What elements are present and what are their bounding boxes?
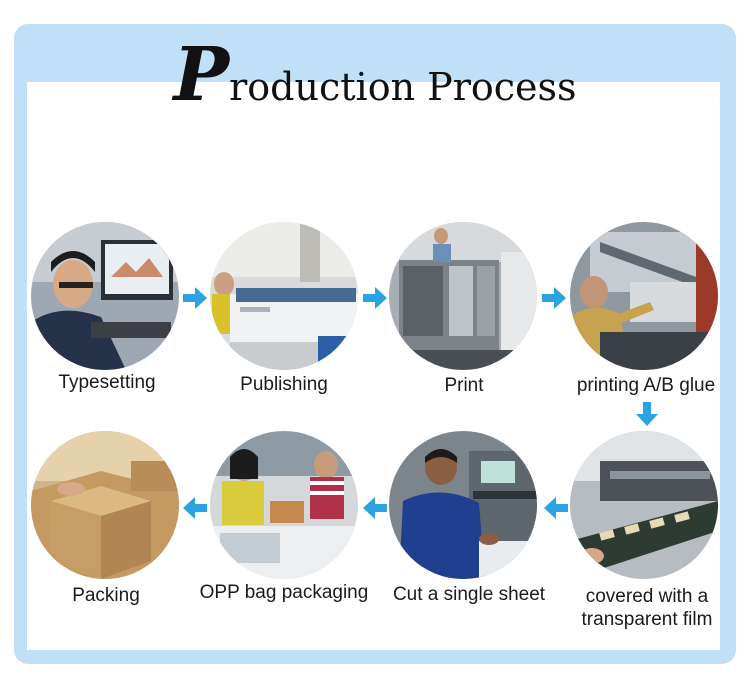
publishing-photo — [210, 222, 358, 370]
step-label-packing: Packing — [72, 585, 140, 606]
step-label-glue-printing: printing A/B glue — [576, 375, 716, 396]
cutting-photo — [389, 431, 537, 579]
step-label-print: Print — [444, 375, 484, 396]
page-title: Production Process — [0, 38, 750, 112]
film-covering-photo — [570, 431, 718, 579]
bag-packaging-photo — [210, 431, 358, 579]
title-rest: roduction Process — [229, 65, 577, 109]
title-first-letter: P — [173, 32, 230, 118]
typesetting-photo — [31, 222, 179, 370]
step-label-film-covering-line-2: transparent film — [581, 609, 713, 630]
step-label-bag-packaging: OPP bag packaging — [199, 582, 369, 603]
arrow-right-icon — [363, 287, 387, 309]
packing-photo — [31, 431, 179, 579]
step-label-film-covering-line-1: covered with a — [585, 586, 709, 607]
step-label-publishing: Publishing — [240, 374, 328, 395]
arrow-down-icon — [636, 402, 658, 426]
glue-printing-photo — [570, 222, 718, 370]
arrow-right-icon — [542, 287, 566, 309]
step-label-typesetting: Typesetting — [58, 372, 156, 393]
arrow-right-icon — [183, 287, 207, 309]
arrow-left-icon — [363, 497, 387, 519]
arrow-left-icon — [183, 497, 207, 519]
print-photo — [389, 222, 537, 370]
step-label-cutting: Cut a single sheet — [392, 584, 546, 605]
arrow-left-icon — [544, 497, 568, 519]
